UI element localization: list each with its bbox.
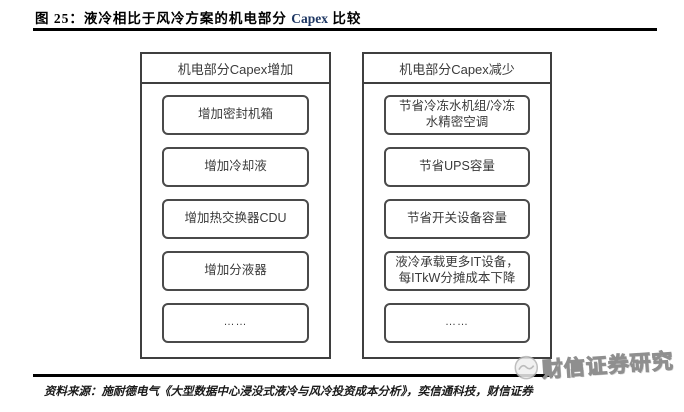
panel-capex-increase-body: 增加密封机箱 增加冷却液 增加热交换器CDU 增加分液器 …… <box>142 84 329 343</box>
watermark-text: 财信证券研究 <box>541 349 675 383</box>
flow-node-coolant: 增加冷却液 <box>162 147 309 187</box>
figure-title-suffix: 比较 <box>328 11 362 26</box>
flow-node-cdu: 增加热交换器CDU <box>162 199 309 239</box>
flow-node-manifold: 增加分液器 <box>162 251 309 291</box>
flow-node-ups: 节省UPS容量 <box>384 147 530 187</box>
figure-title-main: 液冷相比于风冷方案的机电部分 <box>83 11 292 26</box>
flow-node-chilled-water: 节省冷冻水机组/冷冻水精密空调 <box>384 95 530 135</box>
bottom-rule <box>33 374 553 377</box>
panel-capex-decrease: 机电部分Capex减少 节省冷冻水机组/冷冻水精密空调 节省UPS容量 节省开关… <box>362 52 552 359</box>
panel-capex-decrease-body: 节省冷冻水机组/冷冻水精密空调 节省UPS容量 节省开关设备容量 液冷承载更多I… <box>364 84 550 343</box>
source-note: 资料来源：施耐德电气《大型数据中心浸没式液冷与风冷投资成本分析》，奕信通科技，财… <box>44 386 533 398</box>
flow-node-ellipsis-left: …… <box>162 303 309 343</box>
top-rule <box>33 28 657 31</box>
figure-title: 图 25：液冷相比于风冷方案的机电部分 Capex 比较 <box>35 7 361 27</box>
flow-node-sealed-chassis: 增加密封机箱 <box>162 95 309 135</box>
figure-title-capex: Capex <box>291 11 328 26</box>
figure-number: 图 25： <box>35 11 84 26</box>
cfsc-logo-icon <box>513 354 540 386</box>
panel-capex-decrease-header: 机电部分Capex减少 <box>364 54 550 84</box>
panel-capex-increase-header: 机电部分Capex增加 <box>142 54 329 84</box>
flow-node-switchgear: 节省开关设备容量 <box>384 199 530 239</box>
flow-node-it-load: 液冷承载更多IT设备，每ITkW分摊成本下降 <box>384 251 530 291</box>
panel-capex-increase: 机电部分Capex增加 增加密封机箱 增加冷却液 增加热交换器CDU 增加分液器… <box>140 52 331 359</box>
flow-node-ellipsis-right: …… <box>384 303 530 343</box>
